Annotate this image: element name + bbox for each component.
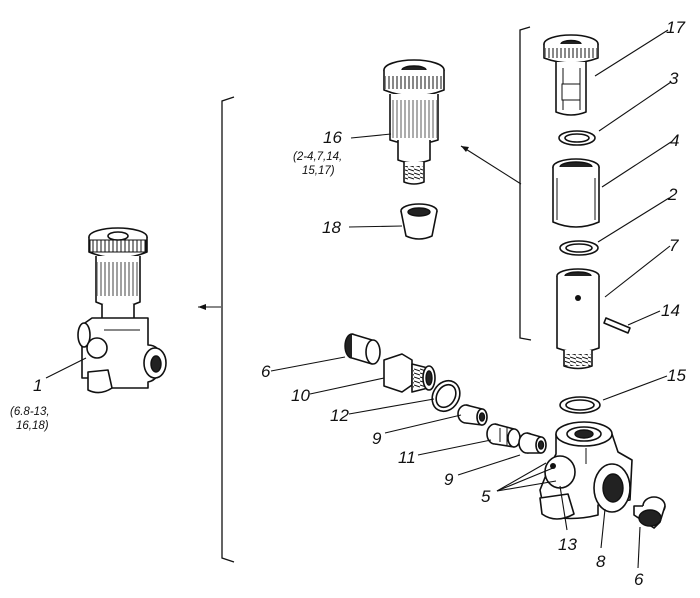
valve-9-upper	[457, 404, 488, 426]
label-4: 4	[670, 131, 679, 150]
label-12: 12	[330, 406, 349, 425]
label-5: 5	[481, 487, 491, 506]
label-17: 17	[666, 18, 685, 37]
label-6-bottom: 6	[634, 570, 644, 589]
pump-body-8	[539, 421, 633, 520]
label-2: 2	[667, 185, 678, 204]
callout-labels: 1 (6.8-13, 16,18) 16 (2-4,7,14, 15,17) 1…	[10, 18, 686, 589]
label-7: 7	[669, 236, 679, 255]
label-15: 15	[667, 366, 686, 385]
label-9-upper: 9	[372, 429, 382, 448]
label-1: 1	[33, 376, 42, 395]
arrow-to-assembly-1	[198, 304, 221, 310]
pump-assembly-1	[77, 227, 167, 394]
label-16-sub-line1: (2-4,7,14,	[293, 151, 342, 163]
leader-lines	[45, 29, 672, 569]
label-10: 10	[291, 386, 310, 405]
label-1-sub-line1: (6.8-13,	[10, 406, 50, 418]
sleeve-4	[552, 158, 600, 228]
cylinder-7	[556, 268, 600, 370]
label-14: 14	[661, 301, 680, 320]
label-16: 16	[323, 128, 342, 147]
plunger-17	[543, 34, 599, 116]
label-9-lower: 9	[444, 470, 454, 489]
spring-cup-11	[486, 423, 521, 448]
pump-cylinder-16	[383, 59, 445, 185]
label-1-sub-line2: 16,18)	[16, 420, 49, 432]
cap-6-bottom	[633, 496, 666, 529]
cap-6-top	[344, 333, 381, 365]
ring-3	[558, 130, 596, 146]
cone-filter-18	[400, 203, 438, 240]
label-6-top: 6	[261, 362, 271, 381]
fitting-10	[383, 353, 436, 393]
arrow-to-assembly-16	[460, 145, 522, 185]
ring-12	[431, 379, 461, 413]
label-3: 3	[669, 69, 679, 88]
label-13: 13	[558, 535, 577, 554]
ring-15	[559, 396, 601, 414]
pin-14	[603, 317, 631, 334]
right-bracket	[519, 26, 532, 341]
label-16-sub-line2: 15,17)	[302, 165, 335, 177]
label-8: 8	[596, 552, 606, 571]
left-bracket	[221, 96, 235, 563]
valve-9-lower	[518, 432, 547, 454]
label-11: 11	[398, 448, 416, 467]
ring-2	[559, 240, 599, 256]
label-18: 18	[322, 218, 341, 237]
